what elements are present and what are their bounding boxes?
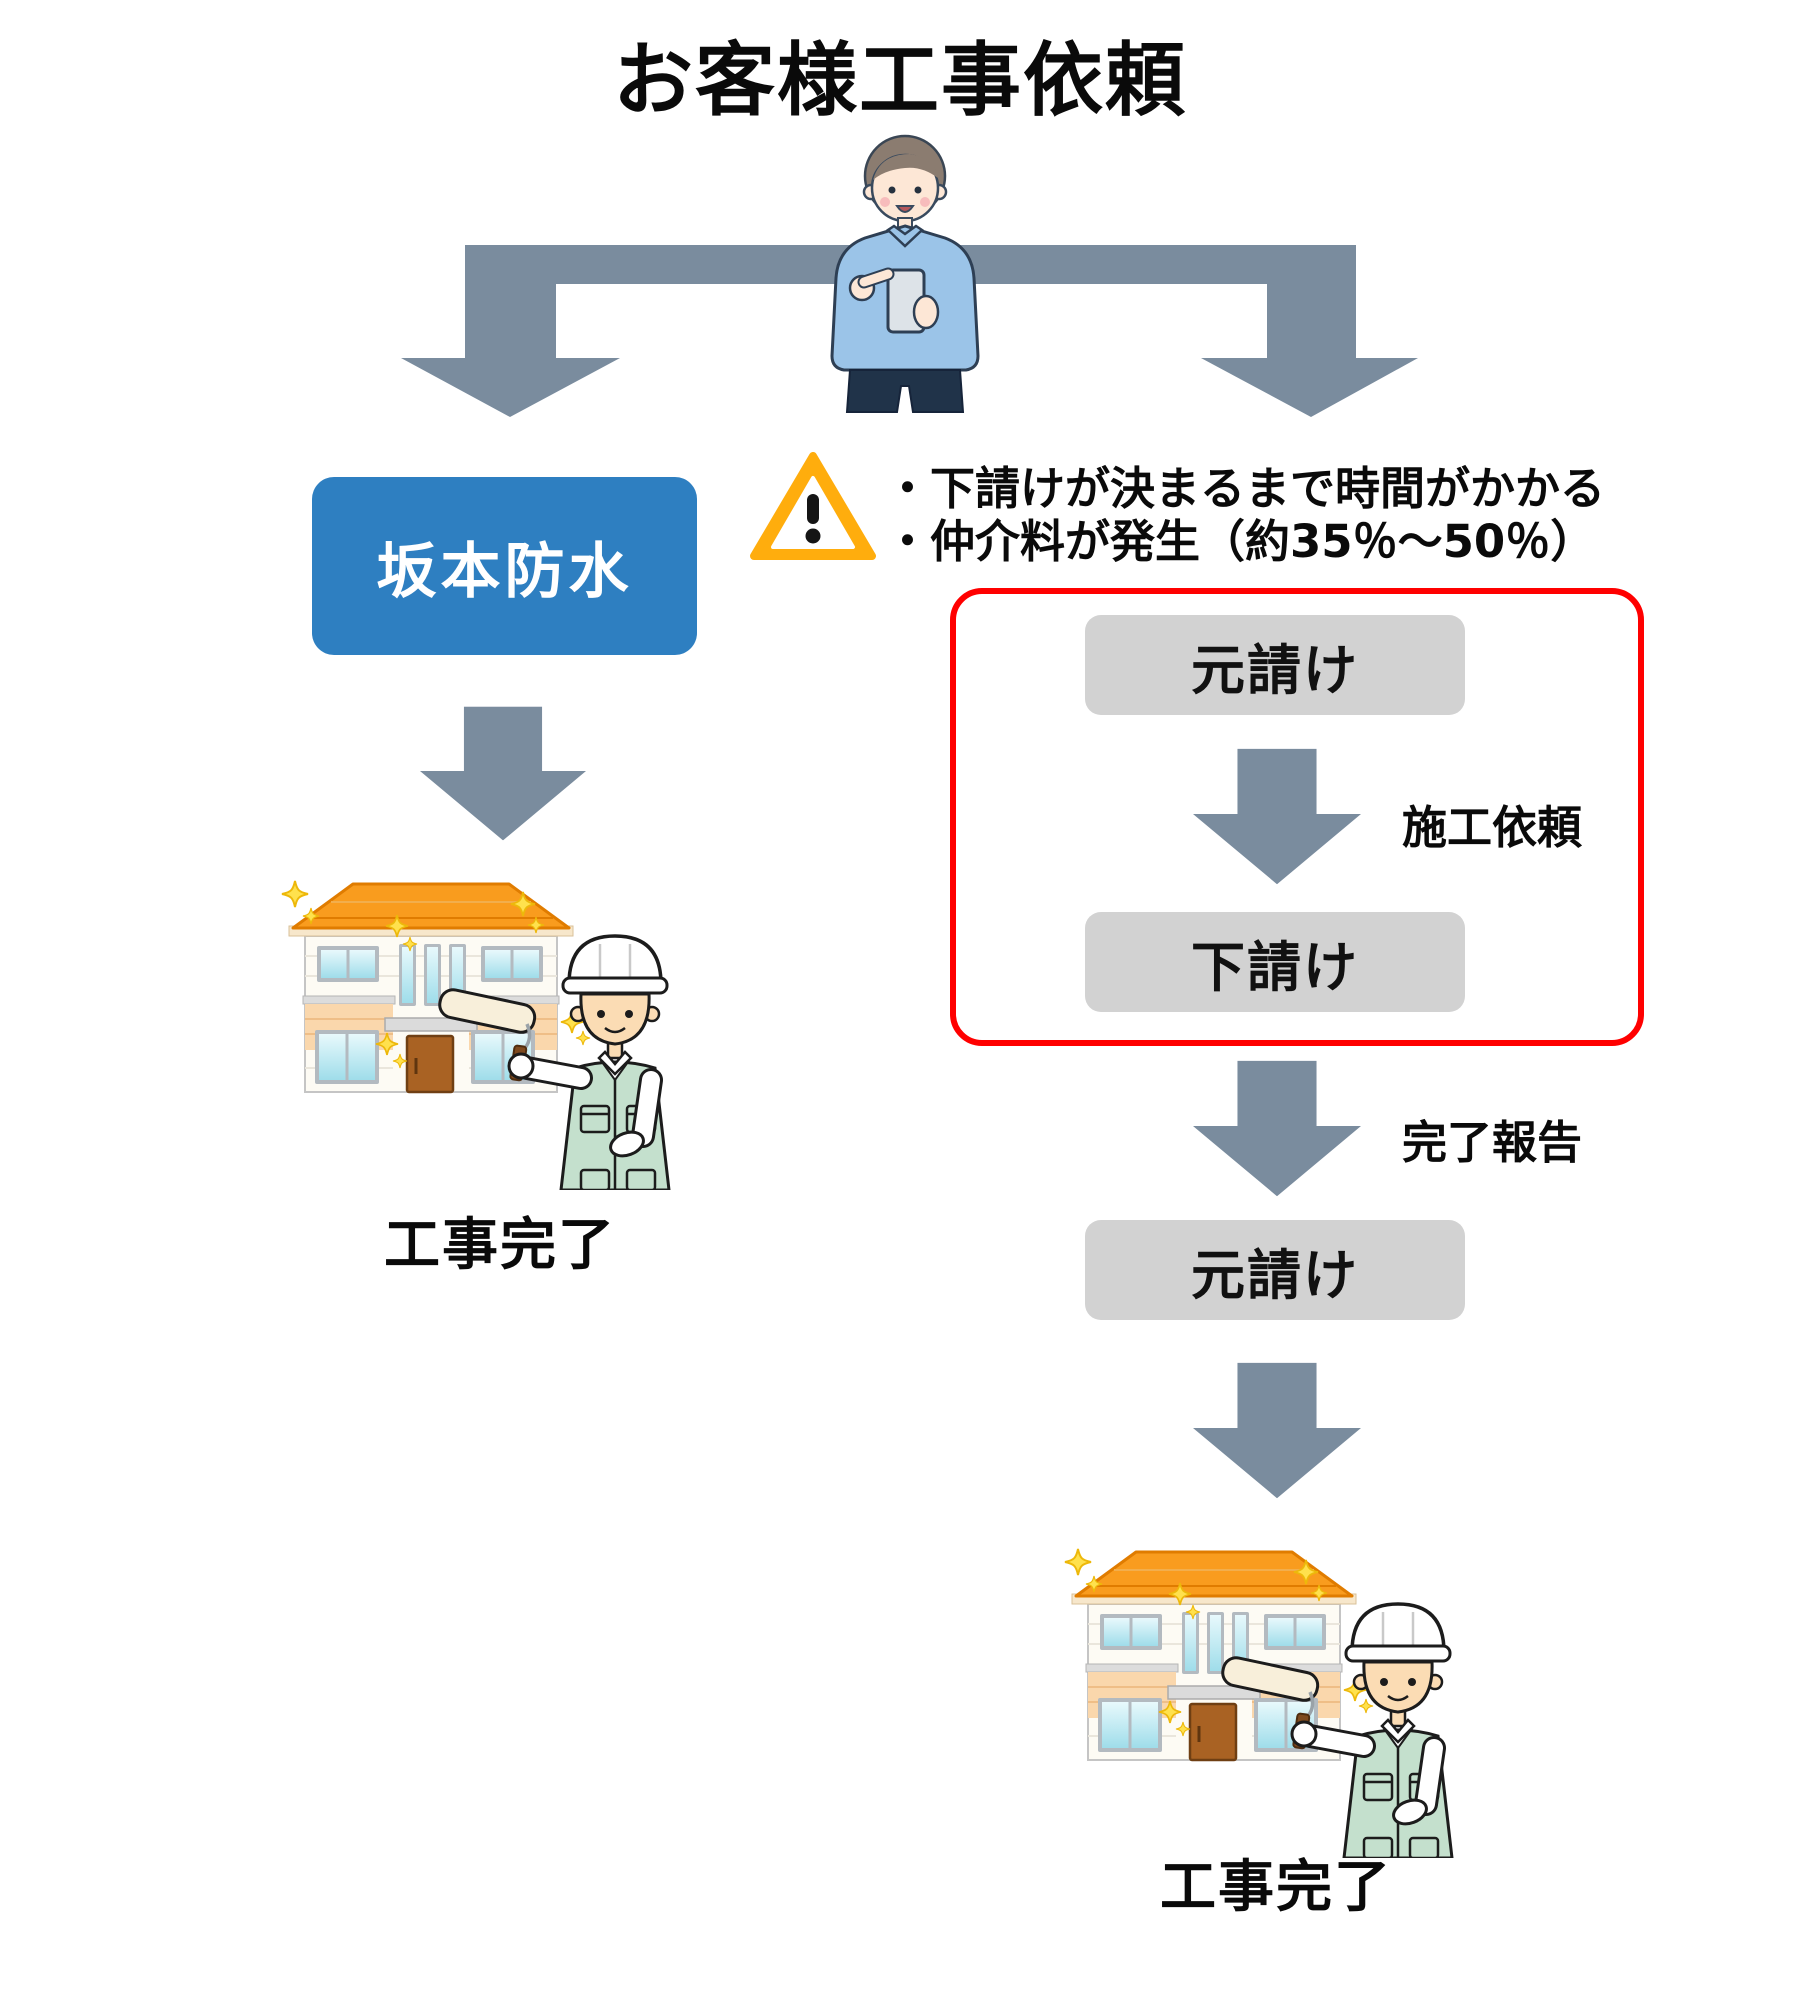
- subcontractor-box: 下請け: [1085, 912, 1465, 1012]
- house-and-painter-illustration-right: [1058, 1540, 1490, 1858]
- warning-note-fee: ・仲介料が発生（約35％～50％）: [885, 515, 1596, 568]
- general-contractor-box-top: 元請け: [1085, 615, 1465, 715]
- report-arrow-label: 完了報告: [1402, 1116, 1583, 1169]
- down-arrow-icon-final: [1193, 1362, 1361, 1499]
- customer-person-illustration: [830, 134, 980, 413]
- sakamoto-bousui-box: 坂本防水: [312, 477, 697, 655]
- warning-notes: ・下請けが決まるまで時間がかかる ・仲介料が発生（約35％～50％）: [885, 462, 1605, 568]
- subcontract-flow-result-label: 工事完了: [1160, 1855, 1392, 1920]
- page-title: お客様工事依頼: [613, 34, 1187, 127]
- subcontract-highlight-frame: [950, 588, 1644, 1046]
- down-arrow-icon-request: [1193, 748, 1361, 885]
- warning-note-time: ・下請けが決まるまで時間がかかる: [885, 462, 1606, 515]
- down-arrow-icon-direct: [420, 705, 586, 842]
- down-arrow-icon-report: [1193, 1060, 1361, 1197]
- warning-icon: [750, 452, 876, 560]
- general-contractor-box-bottom: 元請け: [1085, 1220, 1465, 1320]
- direct-flow-result-label: 工事完了: [384, 1213, 616, 1278]
- house-and-painter-illustration-left: [275, 872, 707, 1190]
- request-arrow-label: 施工依頼: [1402, 801, 1583, 854]
